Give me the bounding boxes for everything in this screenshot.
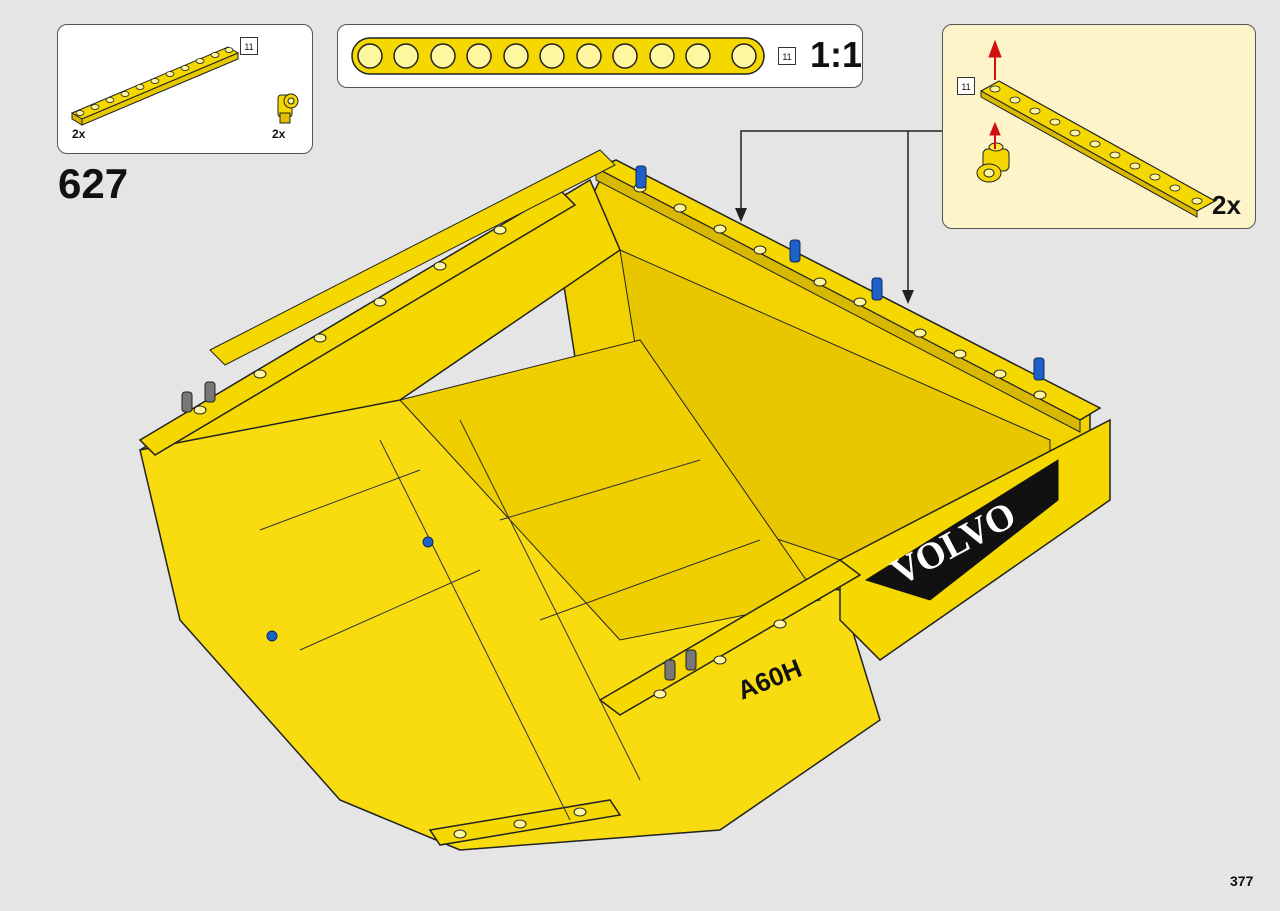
beam-count: 2x: [72, 127, 86, 141]
scale-check-panel: 11: [337, 24, 863, 88]
page-number: 377: [1230, 873, 1254, 889]
beam-scale-illustration: [351, 37, 765, 75]
step-number: 627: [58, 160, 129, 207]
parts-list-panel: 11 2x 2x: [57, 24, 313, 154]
scale-length-label: 11: [778, 47, 796, 65]
submodel-multiplier: 2x: [1212, 190, 1241, 220]
pin-count: 2x: [272, 127, 286, 141]
submodel-illustration: [976, 39, 1217, 218]
beam-11-icon: [70, 46, 240, 126]
pin-connector-icon: [976, 142, 1010, 183]
beam-icon: [979, 80, 1217, 218]
submodel-callout-panel: 11: [942, 24, 1256, 229]
scale-ratio: 1:1: [810, 34, 863, 75]
parts-illustration: [70, 46, 299, 126]
beam-length-label: 11: [240, 37, 258, 55]
pin-connector-icon: [277, 93, 299, 124]
submodel-length-label: 11: [957, 77, 975, 95]
arrow-up-icon: [988, 39, 1002, 149]
